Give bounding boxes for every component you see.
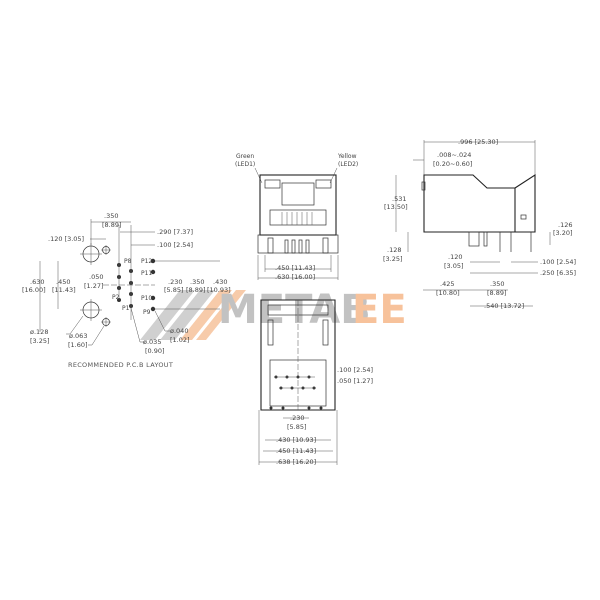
svg-text:.350: .350 — [190, 278, 204, 286]
svg-text:.350: .350 — [104, 212, 118, 220]
svg-text:.531: .531 — [392, 195, 406, 203]
svg-text:[3.25]: [3.25] — [30, 337, 50, 345]
svg-text:.230: .230 — [168, 278, 182, 286]
svg-text:.425: .425 — [440, 280, 454, 288]
svg-text:ø.063: ø.063 — [69, 332, 87, 340]
svg-text:.430: .430 — [213, 278, 227, 286]
svg-text:.100 [2.54]: .100 [2.54] — [157, 241, 193, 249]
bottom-view: .100 [2.54] .050 [1.27] .230 [5.85] .430… — [258, 299, 373, 466]
pin-label: P8 — [124, 258, 132, 265]
watermark-logo: METAB EE — [140, 287, 407, 340]
svg-text:.100 [2.54]: .100 [2.54] — [337, 366, 373, 374]
pin-label: P12 — [141, 258, 152, 265]
svg-text:[13.50]: [13.50] — [384, 203, 408, 211]
svg-text:.050: .050 — [89, 273, 103, 281]
svg-text:[8.89]: [8.89] — [487, 289, 507, 297]
svg-text:(LED1): (LED1) — [235, 161, 255, 168]
svg-text:.450 [11.43]: .450 [11.43] — [275, 264, 315, 272]
svg-text:.350: .350 — [490, 280, 504, 288]
svg-text:.450: .450 — [56, 278, 70, 286]
svg-text:.630 [16.00]: .630 [16.00] — [275, 273, 315, 281]
svg-text:[5.85]: [5.85] — [164, 286, 184, 294]
svg-text:.638 [16.20]: .638 [16.20] — [276, 458, 316, 466]
svg-text:.126: .126 — [558, 221, 572, 229]
svg-text:[3.05]: [3.05] — [444, 262, 464, 270]
svg-text:[8.89]: [8.89] — [186, 286, 206, 294]
svg-text:.120: .120 — [448, 253, 462, 261]
svg-text:ø.128: ø.128 — [30, 328, 48, 336]
svg-text:.630: .630 — [30, 278, 44, 286]
svg-text:[1.02]: [1.02] — [170, 336, 190, 344]
svg-text:.128: .128 — [387, 246, 401, 254]
svg-text:.996 [25.30]: .996 [25.30] — [458, 138, 498, 146]
svg-text:Yellow: Yellow — [337, 153, 357, 160]
pin-label: P11 — [141, 270, 152, 277]
svg-text:[10.80]: [10.80] — [436, 289, 460, 297]
pcb-layout-title: RECOMMENDED P.C.B LAYOUT — [68, 361, 173, 369]
watermark-text-orange: EE — [352, 287, 407, 333]
svg-text:[3.20]: [3.20] — [553, 229, 573, 237]
svg-text:[3.25]: [3.25] — [383, 255, 403, 263]
svg-text:[11.43]: [11.43] — [52, 286, 76, 294]
svg-text:[10.93]: [10.93] — [207, 286, 231, 294]
svg-text:[1.27]: [1.27] — [84, 282, 104, 290]
svg-text:.100 [2.54]: .100 [2.54] — [540, 258, 576, 266]
pin-label: P9 — [143, 309, 151, 316]
svg-text:.050 [1.27]: .050 [1.27] — [337, 377, 373, 385]
svg-text:.290 [7.37]: .290 [7.37] — [157, 228, 193, 236]
side-view: .996 [25.30] .008~.024 [0.20~0.60] .531 … — [383, 138, 576, 310]
pin-label: P1 — [122, 305, 130, 312]
svg-text:.430 [10.93]: .430 [10.93] — [276, 436, 316, 444]
svg-text:(LED2): (LED2) — [338, 161, 358, 168]
svg-text:ø.040: ø.040 — [170, 327, 188, 335]
pin-label: P10 — [141, 295, 152, 302]
pcb-layout-view: P8 P2 P1 P12 P11 P10 P9 .350 [8.89] .120… — [22, 212, 231, 369]
svg-text:[16.00]: [16.00] — [22, 286, 46, 294]
svg-text:[5.85]: [5.85] — [287, 423, 307, 431]
svg-text:.540 [13.72]: .540 [13.72] — [484, 302, 524, 310]
svg-text:.450 [11.43]: .450 [11.43] — [276, 447, 316, 455]
svg-text:[0.20~0.60]: [0.20~0.60] — [433, 160, 472, 168]
watermark-text-gray: METAB — [218, 287, 371, 333]
svg-text:.250 [6.35]: .250 [6.35] — [540, 269, 576, 277]
svg-text:[8.89]: [8.89] — [102, 221, 122, 229]
svg-text:.120 [3.05]: .120 [3.05] — [48, 235, 84, 243]
svg-text:ø.035: ø.035 — [143, 338, 161, 346]
svg-text:[0.90]: [0.90] — [145, 347, 165, 355]
svg-text:.008~.024: .008~.024 — [437, 151, 471, 159]
svg-text:Green: Green — [236, 153, 254, 160]
svg-text:.230: .230 — [290, 414, 304, 422]
svg-text:[1.60]: [1.60] — [68, 341, 88, 349]
front-view: Green (LED1) Yellow (LED2) .450 [11.43] … — [235, 153, 358, 281]
pin-label: P2 — [112, 294, 120, 301]
